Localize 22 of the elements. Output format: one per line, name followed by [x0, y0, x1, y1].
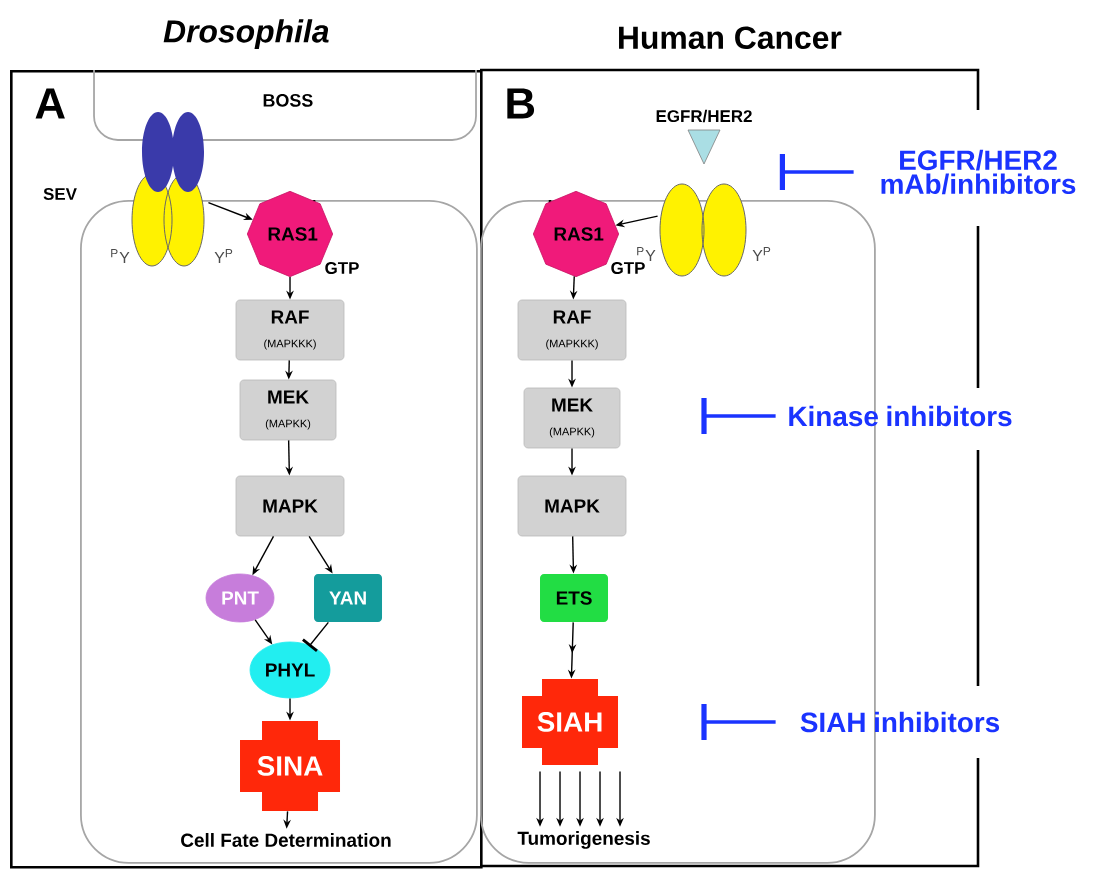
inhibitor-label: EGFR/HER2 mAb/inhibitors	[881, 149, 1076, 195]
inhibitor-bar	[779, 154, 854, 190]
inhibitor-bar	[302, 621, 330, 652]
factor-box: ETS	[540, 574, 608, 622]
receptor-label: EGFR/HER2	[656, 109, 752, 123]
outcome-label: Tumorigenesis	[517, 831, 650, 849]
ligase-cross: SINA	[240, 721, 340, 811]
inhibitor-label: Kinase inhibitors	[789, 405, 1012, 427]
inhibitor-bar	[701, 704, 776, 740]
kinase-box: MAPK	[517, 475, 627, 537]
receptor-drawing	[131, 112, 205, 267]
inhibitor-label: SIAH inhibitors	[800, 711, 1000, 733]
inhibitor-bar	[701, 398, 776, 434]
receptor-drawing	[659, 129, 747, 277]
node-label: Drosophila	[163, 19, 329, 49]
ligase-cross: SIAH	[522, 679, 618, 765]
outcome-label: Cell Fate Determination	[181, 833, 391, 847]
cell-outline	[480, 200, 876, 864]
receptor-label: SEV	[43, 188, 77, 200]
cell-outline	[80, 200, 478, 864]
kinase-box: MAPK	[235, 475, 345, 537]
factor-box: YAN	[314, 574, 382, 622]
